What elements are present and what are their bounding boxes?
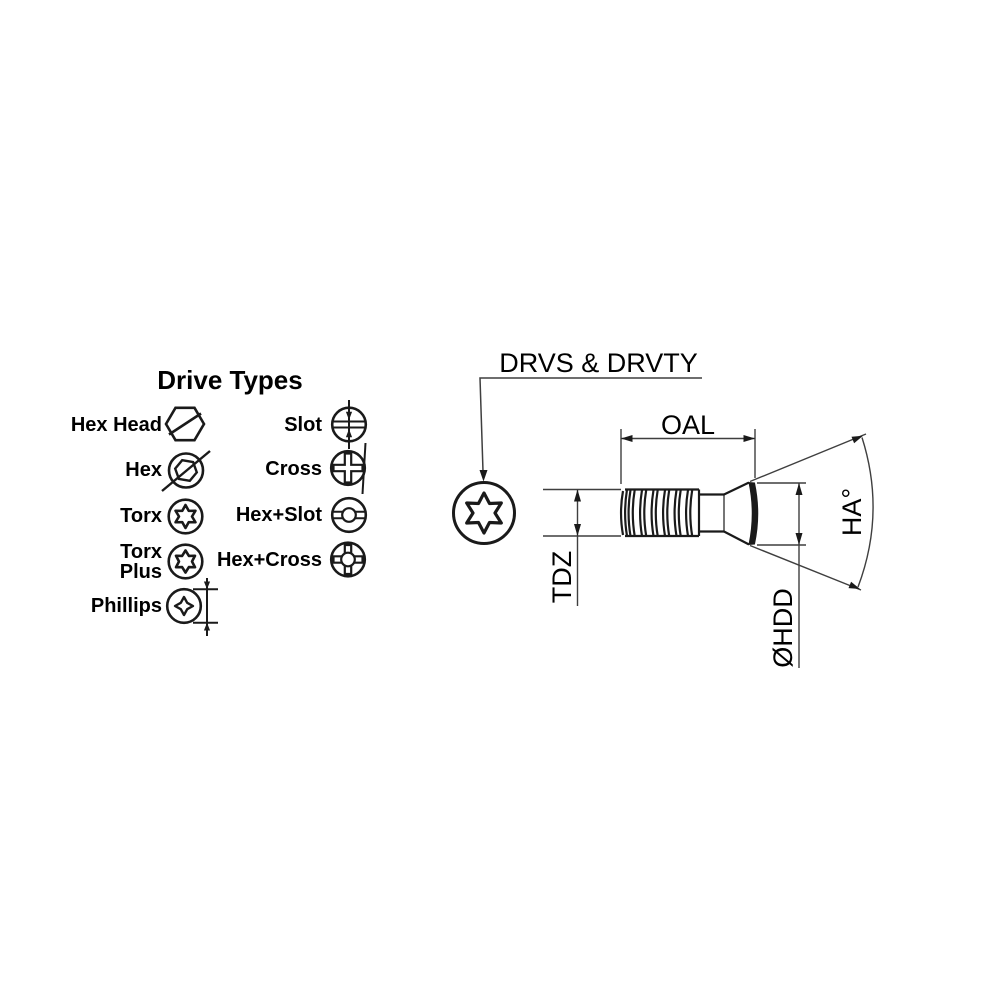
tdz-label: TDZ (547, 550, 577, 604)
hex-slot-icon (330, 496, 368, 534)
phillips-label: Phillips (90, 595, 162, 617)
torx-icon (167, 498, 204, 535)
torx-label: Torx (120, 505, 162, 527)
hex-label: Hex (125, 459, 162, 481)
torx-plus-icon (167, 543, 204, 580)
cross-icon (329, 442, 367, 495)
tdz-dimension (543, 488, 621, 606)
hex-cross-icon (329, 541, 367, 578)
drive-end-view (452, 481, 516, 545)
drive-outline-circle (452, 481, 516, 545)
head-face (748, 481, 759, 546)
hex-head-label: Hex Head (70, 414, 162, 436)
hex-icon (161, 450, 211, 492)
oal-label: OAL (660, 410, 716, 440)
ha-label: HA° (837, 487, 867, 537)
hdd-dimension (757, 482, 806, 668)
ha-dimension (749, 433, 874, 591)
phillips-icon (165, 578, 218, 636)
hex-cross-label: Hex+Cross (216, 549, 322, 571)
torx-recess-shape (465, 491, 503, 535)
slot-label: Slot (284, 414, 322, 436)
slot-icon (330, 400, 368, 449)
legend-title: Drive Types (157, 365, 303, 395)
cross-label: Cross (265, 458, 322, 480)
torx-plus-label-line2: Plus (119, 561, 162, 583)
callout-leader (479, 377, 702, 482)
hex-head-icon (164, 406, 206, 442)
torx-plus-label-line1: Torx (120, 541, 162, 563)
oal-dimension (620, 429, 756, 484)
hdd-label: ØHDD (768, 588, 798, 668)
callout-label: DRVS & DRVTY (499, 348, 698, 378)
hex-slot-label: Hex+Slot (235, 504, 322, 526)
screw-side-view (620, 481, 759, 546)
